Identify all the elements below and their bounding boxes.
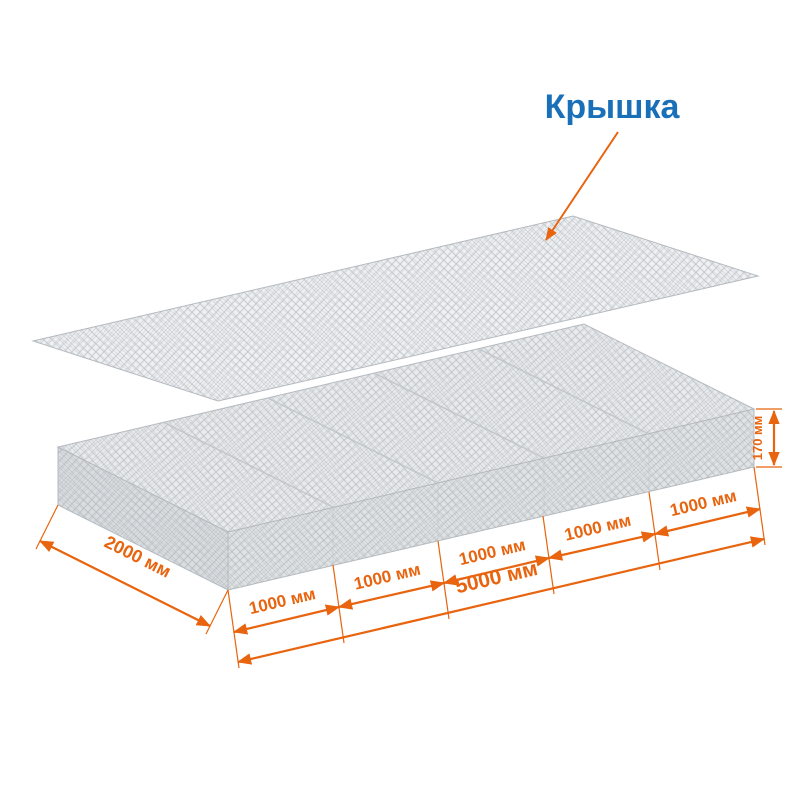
segment-dimension-label: 1000 мм (247, 584, 317, 618)
segment-dimension-label: 1000 мм (563, 511, 633, 545)
box-top-face (56, 323, 756, 533)
extension-tick (753, 466, 766, 546)
segment-dimension-label: 1000 мм (352, 560, 422, 594)
lid-leader-line (545, 131, 619, 241)
extension-tick (205, 589, 229, 635)
lid-label: Крышка (545, 88, 681, 126)
extension-tick (648, 491, 661, 571)
height-dimension: 170 мм (750, 408, 782, 468)
gabion-lid (31, 215, 760, 402)
extension-tick (437, 540, 450, 620)
gabion-box (56, 323, 756, 591)
extension-tick (542, 515, 555, 595)
segment-dimension-label: 1000 мм (668, 486, 738, 520)
height-dimension-label: 170 мм (750, 416, 765, 461)
extension-tick (35, 504, 59, 550)
extension-tick (332, 564, 345, 644)
dimension-line-segment-5 (653, 506, 762, 537)
lid-annotation: Крышка (545, 88, 681, 241)
dimension-line-depth (38, 540, 212, 627)
extension-tick (227, 589, 240, 669)
partition-lines (162, 348, 650, 508)
dimension-line-total-length (236, 536, 766, 665)
